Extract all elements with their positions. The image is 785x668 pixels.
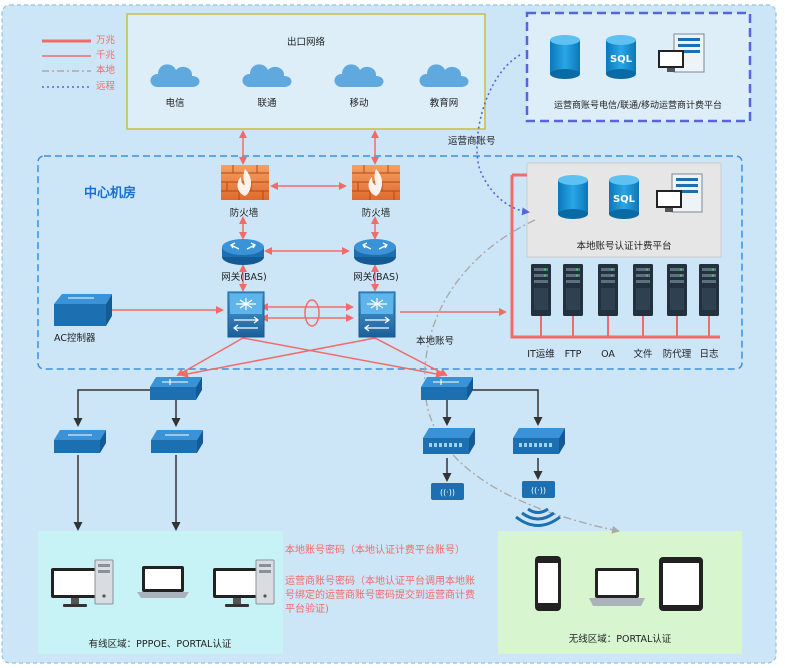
ac-controller-label: AC控制器 xyxy=(54,333,96,344)
database-sql-icon-1: SQL xyxy=(606,35,636,79)
server-drops xyxy=(540,316,710,337)
server-rack-icon-4[interactable] xyxy=(633,264,653,316)
carrier-account-label: 运营商账号 xyxy=(448,136,496,147)
legend-label-local: 本地 xyxy=(96,65,116,76)
server-bus xyxy=(510,175,720,339)
carrier-label-unicom: 联通 xyxy=(257,98,277,109)
link-acc2-ap2 xyxy=(470,389,543,426)
database-sql-icon-2: SQL xyxy=(609,175,639,219)
carrier-password-note-line3: 平台验证) xyxy=(285,604,329,615)
carrier-password-note-line1: 运营商账号密码（本地认证平台调用本地账 xyxy=(285,576,475,587)
firewall-icon-2[interactable] xyxy=(352,165,400,200)
wireless-ap-icon-2[interactable]: ((·)) xyxy=(522,481,555,498)
carrier-billing-devices: SQL xyxy=(550,33,705,79)
firewall-icon-1[interactable] xyxy=(221,165,269,200)
ac-controller-icon[interactable] xyxy=(54,294,112,326)
wireless-endpoints xyxy=(535,556,703,611)
switch-icon-left[interactable] xyxy=(54,430,106,453)
server-label-4: 文件 xyxy=(633,349,653,360)
access-switch-icon-1[interactable] xyxy=(150,377,202,400)
server-rack-icon-6[interactable] xyxy=(699,264,719,316)
gateway-label-2: 网关(BAS) xyxy=(353,272,399,283)
link-core1-acc1 xyxy=(176,337,244,376)
ap-switch-icon-2[interactable] xyxy=(513,428,565,454)
server-rack-icon-1[interactable] xyxy=(531,264,551,316)
link-aggregation-ring xyxy=(304,299,320,327)
legend-label-10g: 万兆 xyxy=(96,35,116,46)
database-icon-1 xyxy=(550,35,580,79)
server-workstation-icon-2 xyxy=(656,173,703,213)
wireless-zone-label: 无线区域：PORTAL认证 xyxy=(568,634,672,645)
wired-zone-label: 有线区域：PPPOE、PORTAL认证 xyxy=(88,639,232,650)
server-rack-icon-5[interactable] xyxy=(667,264,687,316)
server-label-2: FTP xyxy=(564,349,582,360)
datacenter-title: 中心机房 xyxy=(84,186,137,201)
firewall-label-1: 防火墙 xyxy=(229,208,259,219)
link-core1-acc2 xyxy=(242,337,444,378)
internet-title: 出口网络 xyxy=(286,37,326,48)
server-label-1: IT运维 xyxy=(527,349,555,360)
carrier-label-telecom: 电信 xyxy=(165,98,185,109)
server-rack-icon-3[interactable] xyxy=(598,264,618,316)
gateway-label-1: 网关(BAS) xyxy=(221,272,267,283)
local-password-note: 本地账号密码（本地认证计费平台账号） xyxy=(285,545,465,556)
svg-text:((·)): ((·)) xyxy=(531,486,546,495)
database-icon-2 xyxy=(558,175,588,219)
link-core2-acc2 xyxy=(374,337,448,376)
legend-label-remote: 远程 xyxy=(96,81,116,92)
core-switch-icon-2[interactable] xyxy=(358,291,396,338)
tablet-icon[interactable] xyxy=(659,557,703,611)
carrier-password-note-line2: 号绑定的运营商账号密码提交到运营商计费 xyxy=(285,590,475,601)
datacenter-zone xyxy=(37,155,743,370)
ap-switch-icon-1[interactable] xyxy=(423,428,475,454)
firewall-label-2: 防火墙 xyxy=(361,208,391,219)
laptop-icon-wireless[interactable] xyxy=(589,568,645,606)
link-core2-acc1 xyxy=(180,337,376,378)
access-switch-icon-2[interactable] xyxy=(421,377,473,400)
desktop-tower-icon-1[interactable] xyxy=(94,559,114,605)
server-workstation-icon-1 xyxy=(658,33,705,73)
wifi-signal-icon xyxy=(515,507,561,527)
desktop-tower-icon-2[interactable] xyxy=(255,559,275,605)
router-icon-1[interactable] xyxy=(222,239,264,265)
wired-endpoints xyxy=(51,559,275,607)
server-rack-icon-2[interactable] xyxy=(563,264,583,316)
laptop-icon-wired[interactable] xyxy=(137,566,189,598)
svg-text:SQL: SQL xyxy=(613,194,636,205)
local-account-label: 本地账号 xyxy=(416,336,455,347)
server-label-5: 防代理 xyxy=(662,349,692,360)
local-billing-devices: SQL xyxy=(558,173,703,219)
carrier-billing-label: 运营商账号电信/联通/移动运营商计费平台 xyxy=(553,101,723,111)
svg-text:SQL: SQL xyxy=(610,54,633,65)
carrier-label-mobile: 移动 xyxy=(349,98,369,109)
router-icon-2[interactable] xyxy=(354,239,396,265)
switch-icon-right[interactable] xyxy=(151,430,203,453)
wireless-ap-icon-1[interactable]: ((·)) xyxy=(431,483,464,500)
svg-text:((·)): ((·)) xyxy=(440,488,455,497)
server-label-3: OA xyxy=(601,349,615,360)
carrier-label-edu: 教育网 xyxy=(429,98,459,109)
local-billing-label: 本地账号认证计费平台 xyxy=(576,241,672,252)
legend-label-1g: 千兆 xyxy=(96,50,116,61)
core-switch-icon-1[interactable] xyxy=(227,291,265,338)
server-label-6: 日志 xyxy=(699,349,719,360)
phone-icon[interactable] xyxy=(535,556,561,611)
link-acc1-sw-left xyxy=(73,389,150,427)
